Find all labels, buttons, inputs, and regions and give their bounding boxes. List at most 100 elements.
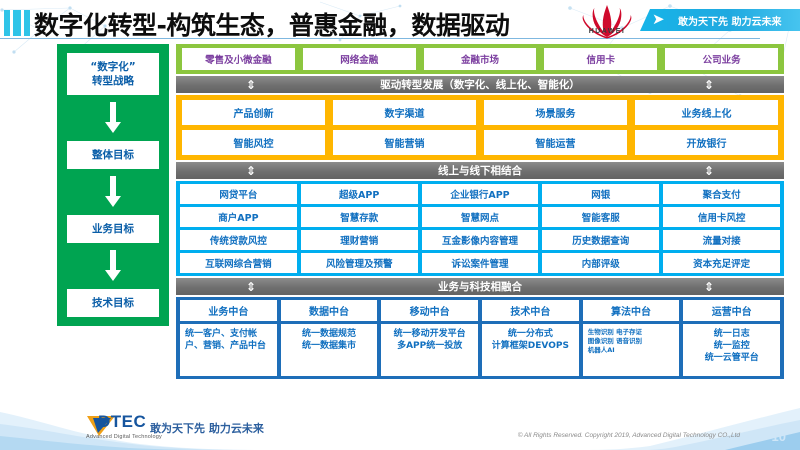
strategy-item-line2: 转型战略 [92, 75, 134, 87]
oo-litigation-case-mgmt[interactable]: 诉讼案件管理 [421, 253, 539, 273]
business-line-financial-market[interactable]: 金融市场 [423, 48, 537, 70]
transformation-business-online[interactable]: 业务线上化 [635, 100, 778, 125]
platform-body-mobile-l1: 统一移动开发平台 [393, 329, 466, 339]
banner-slogan-text: 敢为天下先 助力云未来 [678, 17, 782, 28]
transformation-block: 产品创新 数字渠道 场景服务 业务线上化 智能风控 智能营销 智能运营 开放银行 [176, 95, 784, 160]
platform-body-operation: 统一日志 统一监控 统一云管平台 [683, 324, 781, 376]
down-arrow-icon-1 [102, 101, 124, 135]
platform-body-mobile-l2: 多APP统一投放 [397, 341, 463, 351]
transformation-smart-marketing[interactable]: 智能营销 [333, 130, 476, 155]
online-offline-block: 网贷平台 超级APP 企业银行APP 网银 聚合支付 商户APP 智慧存款 智慧… [176, 181, 784, 276]
business-line-internet-finance[interactable]: 网络金融 [302, 48, 416, 70]
band-drive-label: 驱动转型发展（数字化、线上化、智能化） [380, 79, 580, 91]
platform-body-algorithm: 生物识别 电子存证 图像识别 语音识别 机器人AI [582, 324, 680, 376]
transformation-row-2: 智能风控 智能营销 智能运营 开放银行 [182, 130, 778, 155]
huawei-wordmark: HUAWEI [588, 28, 626, 35]
updown-arrow-icon-right-1: ⇕ [703, 77, 714, 92]
huawei-slogan-banner: ➤ 敢为天下先 助力云未来 [640, 9, 800, 31]
dtec-wordmark: DTEC [98, 412, 147, 431]
updown-arrow-icon-right-2: ⇕ [703, 163, 714, 178]
oo-traditional-loan-risk[interactable]: 传统贷款风控 [180, 230, 297, 250]
updown-arrow-icon-left-2: ⇕ [246, 163, 257, 178]
strategy-item-digital-transformation[interactable]: “数字化” 转型战略 [67, 53, 159, 95]
transformation-digital-channel[interactable]: 数字渠道 [333, 100, 476, 125]
paper-plane-icon: ➤ [652, 11, 665, 28]
dtec-logo-icon [87, 416, 115, 436]
oo-risk-mgmt-warning[interactable]: 风险管理及预警 [300, 253, 418, 273]
oo-traffic-docking[interactable]: 流量对接 [663, 230, 780, 250]
oo-internet-integrated-marketing[interactable]: 互联网综合营销 [180, 253, 297, 273]
band-fusion-label: 业务与科技相融合 [438, 281, 522, 293]
platform-body-operation-l3: 统一云管平台 [704, 353, 759, 363]
platform-operation-middle-office[interactable]: 运营中台 统一日志 统一监控 统一云管平台 [683, 300, 781, 376]
oo-aggregate-payment[interactable]: 聚合支付 [663, 184, 780, 204]
transformation-row-1: 产品创新 数字渠道 场景服务 业务线上化 [182, 100, 778, 125]
copyright-text: © All Rights Reserved. Copyright 2019, A… [517, 432, 740, 439]
platform-head-data: 数据中台 [280, 300, 378, 321]
platform-head-tech: 技术中台 [482, 300, 579, 321]
title-divider [0, 38, 760, 39]
oo-wealth-marketing[interactable]: 理财营销 [300, 230, 418, 250]
platform-business-middle-office[interactable]: 业务中台 统一客户、支付帐户、营销、产品中台 [180, 300, 277, 376]
online-offline-row-3: 传统贷款风控 理财营销 互金影像内容管理 历史数据查询 流量对接 [180, 230, 780, 250]
oo-merchant-app[interactable]: 商户APP [180, 207, 297, 227]
platform-body-data-l1: 统一数据规范 [302, 329, 357, 339]
transformation-open-banking[interactable]: 开放银行 [635, 130, 778, 155]
down-arrow-icon-3 [102, 249, 124, 283]
strategy-item-overall-goal[interactable]: 整体目标 [67, 141, 159, 169]
oo-online-banking[interactable]: 网银 [542, 184, 660, 204]
strategy-item-business-goal[interactable]: 业务目标 [67, 215, 159, 243]
transformation-scenario-service[interactable]: 场景服务 [484, 100, 627, 125]
updown-arrow-icon-right-3: ⇕ [703, 279, 714, 294]
platform-body-algorithm-l2: 图像识别 语音识别 [587, 337, 642, 345]
platform-mobile-middle-office[interactable]: 移动中台 统一移动开发平台 多APP统一投放 [381, 300, 479, 376]
transformation-smart-operation[interactable]: 智能运营 [484, 130, 627, 155]
platform-body-operation-l1: 统一日志 [713, 329, 750, 339]
oo-smart-customer-service[interactable]: 智能客服 [542, 207, 660, 227]
business-line-credit-card[interactable]: 信用卡 [544, 48, 658, 70]
platform-body-tech: 统一分布式 计算框架DEVOPS [482, 324, 579, 376]
strategy-item-technology-goal[interactable]: 技术目标 [67, 289, 159, 317]
platforms-block: 业务中台 统一客户、支付帐户、营销、产品中台 数据中台 统一数据规范 统一数据集… [176, 297, 784, 379]
down-arrow-icon-2 [102, 175, 124, 209]
band-online-offline-label: 线上与线下相结合 [438, 165, 522, 177]
online-offline-row-4: 互联网综合营销 风险管理及预警 诉讼案件管理 内部评级 资本充足评定 [180, 253, 780, 273]
oo-online-lending-platform[interactable]: 网贷平台 [180, 184, 297, 204]
updown-arrow-icon-left-1: ⇕ [246, 77, 257, 92]
platform-body-tech-l2: 计算框架DEVOPS [491, 341, 569, 351]
online-offline-row-1: 网贷平台 超级APP 企业银行APP 网银 聚合支付 [180, 184, 780, 204]
oo-smart-deposit[interactable]: 智慧存款 [300, 207, 418, 227]
oo-capital-adequacy[interactable]: 资本充足评定 [663, 253, 780, 273]
business-lines-row: 零售及小微金融 网络金融 金融市场 信用卡 公司业务 [176, 44, 784, 74]
platform-body-tech-l1: 统一分布式 [507, 329, 553, 339]
transformation-product-innovation[interactable]: 产品创新 [182, 100, 325, 125]
oo-internal-rating[interactable]: 内部评级 [542, 253, 660, 273]
transformation-smart-risk-control[interactable]: 智能风控 [182, 130, 325, 155]
page-number: 10 [771, 429, 786, 444]
page-title: 数字化转型-构筑生态，普惠金融，数据驱动 [34, 11, 510, 40]
platform-tech-middle-office[interactable]: 技术中台 统一分布式 计算框架DEVOPS [482, 300, 579, 376]
oo-corporate-bank-app[interactable]: 企业银行APP [421, 184, 539, 204]
oo-super-app[interactable]: 超级APP [300, 184, 418, 204]
platform-algorithm-middle-office[interactable]: 算法中台 生物识别 电子存证 图像识别 语音识别 机器人AI [582, 300, 680, 376]
online-offline-row-2: 商户APP 智慧存款 智慧网点 智能客服 信用卡风控 [180, 207, 780, 227]
business-line-retail-micro[interactable]: 零售及小微金融 [182, 48, 295, 70]
platform-head-mobile: 移动中台 [381, 300, 479, 321]
platform-head-operation: 运营中台 [683, 300, 781, 321]
platform-data-middle-office[interactable]: 数据中台 统一数据规范 统一数据集市 [280, 300, 378, 376]
updown-arrow-icon-left-3: ⇕ [246, 279, 257, 294]
content-column: 零售及小微金融 网络金融 金融市场 信用卡 公司业务 ⇕ 驱动转型发展（数字化、… [176, 44, 784, 379]
business-line-corporate[interactable]: 公司业务 [665, 48, 778, 70]
band-online-offline: ⇕ 线上与线下相结合 ⇕ [176, 162, 784, 179]
oo-smart-branch[interactable]: 智慧网点 [421, 207, 539, 227]
platform-body-algorithm-l1: 生物识别 电子存证 [587, 328, 642, 336]
strategy-column: “数字化” 转型战略 整体目标 业务目标 技术目标 [57, 44, 169, 326]
oo-historical-data-query[interactable]: 历史数据查询 [542, 230, 660, 250]
oo-credit-card-risk-control[interactable]: 信用卡风控 [663, 207, 780, 227]
platform-body-data: 统一数据规范 统一数据集市 [280, 324, 378, 376]
dtec-subtitle: Advanced Digital Technology [86, 434, 162, 440]
platform-body-data-l2: 统一数据集市 [302, 341, 357, 351]
platform-head-business: 业务中台 [180, 300, 277, 321]
footer-slogan: 敢为天下先 助力云未来 [150, 422, 264, 435]
oo-image-content-mgmt[interactable]: 互金影像内容管理 [421, 230, 539, 250]
